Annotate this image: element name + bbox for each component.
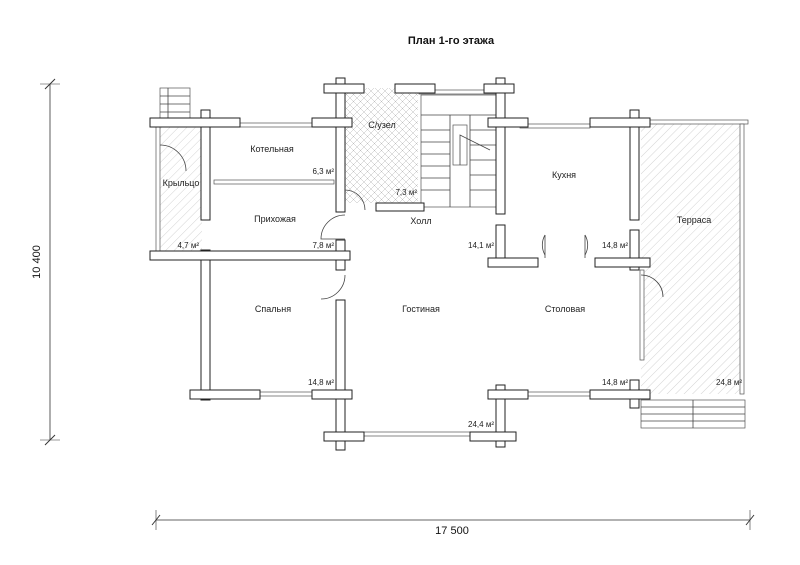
porch-stairs [159,87,191,119]
dimension-height-label: 10 400 [31,245,43,279]
walls [149,77,651,451]
room-area-spalnya: 14,8 м² [308,378,334,387]
plan-title: План 1-го этажа [408,35,495,47]
door-swings [159,144,664,300]
room-area-kukhnya: 14,8 м² [602,241,628,250]
room-name-terrasa: Терраса [677,215,712,225]
staircase [420,94,498,208]
room-name-kholl: Холл [410,216,431,226]
room-name-stolovaya: Столовая [545,304,585,314]
porch-hatch [160,125,202,258]
bathroom-hatch [345,88,418,203]
room-name-kryltso: Крыльцо [163,178,200,188]
room-name-prikhozhaya: Прихожая [254,214,296,224]
room-area-kholl: 14,1 м² [468,241,494,250]
terrace-hatch [641,122,744,394]
room-area-kotelnaya: 6,3 м² [312,167,334,176]
room-area-stolovaya: 14,8 м² [602,378,628,387]
room-area-suzel: 7,3 м² [395,188,417,197]
room-area-kryltso: 4,7 м² [177,241,199,250]
dimension-width [151,510,755,530]
room-name-gostinaya: Гостиная [402,304,440,314]
room-area-terrasa: 24,8 м² [716,378,742,387]
room-name-kotelnaya: Котельная [250,144,294,154]
room-name-suzel: С/узел [368,120,395,130]
room-name-kukhnya: Кухня [552,170,576,180]
room-name-spalnya: Спальня [255,304,291,314]
dimension-height [40,78,60,446]
dimension-width-label: 17 500 [435,525,469,537]
terrace-stairs [640,399,746,429]
room-area-prikhozhaya: 7,8 м² [312,241,334,250]
room-area-gostinaya: 24,4 м² [468,420,494,429]
